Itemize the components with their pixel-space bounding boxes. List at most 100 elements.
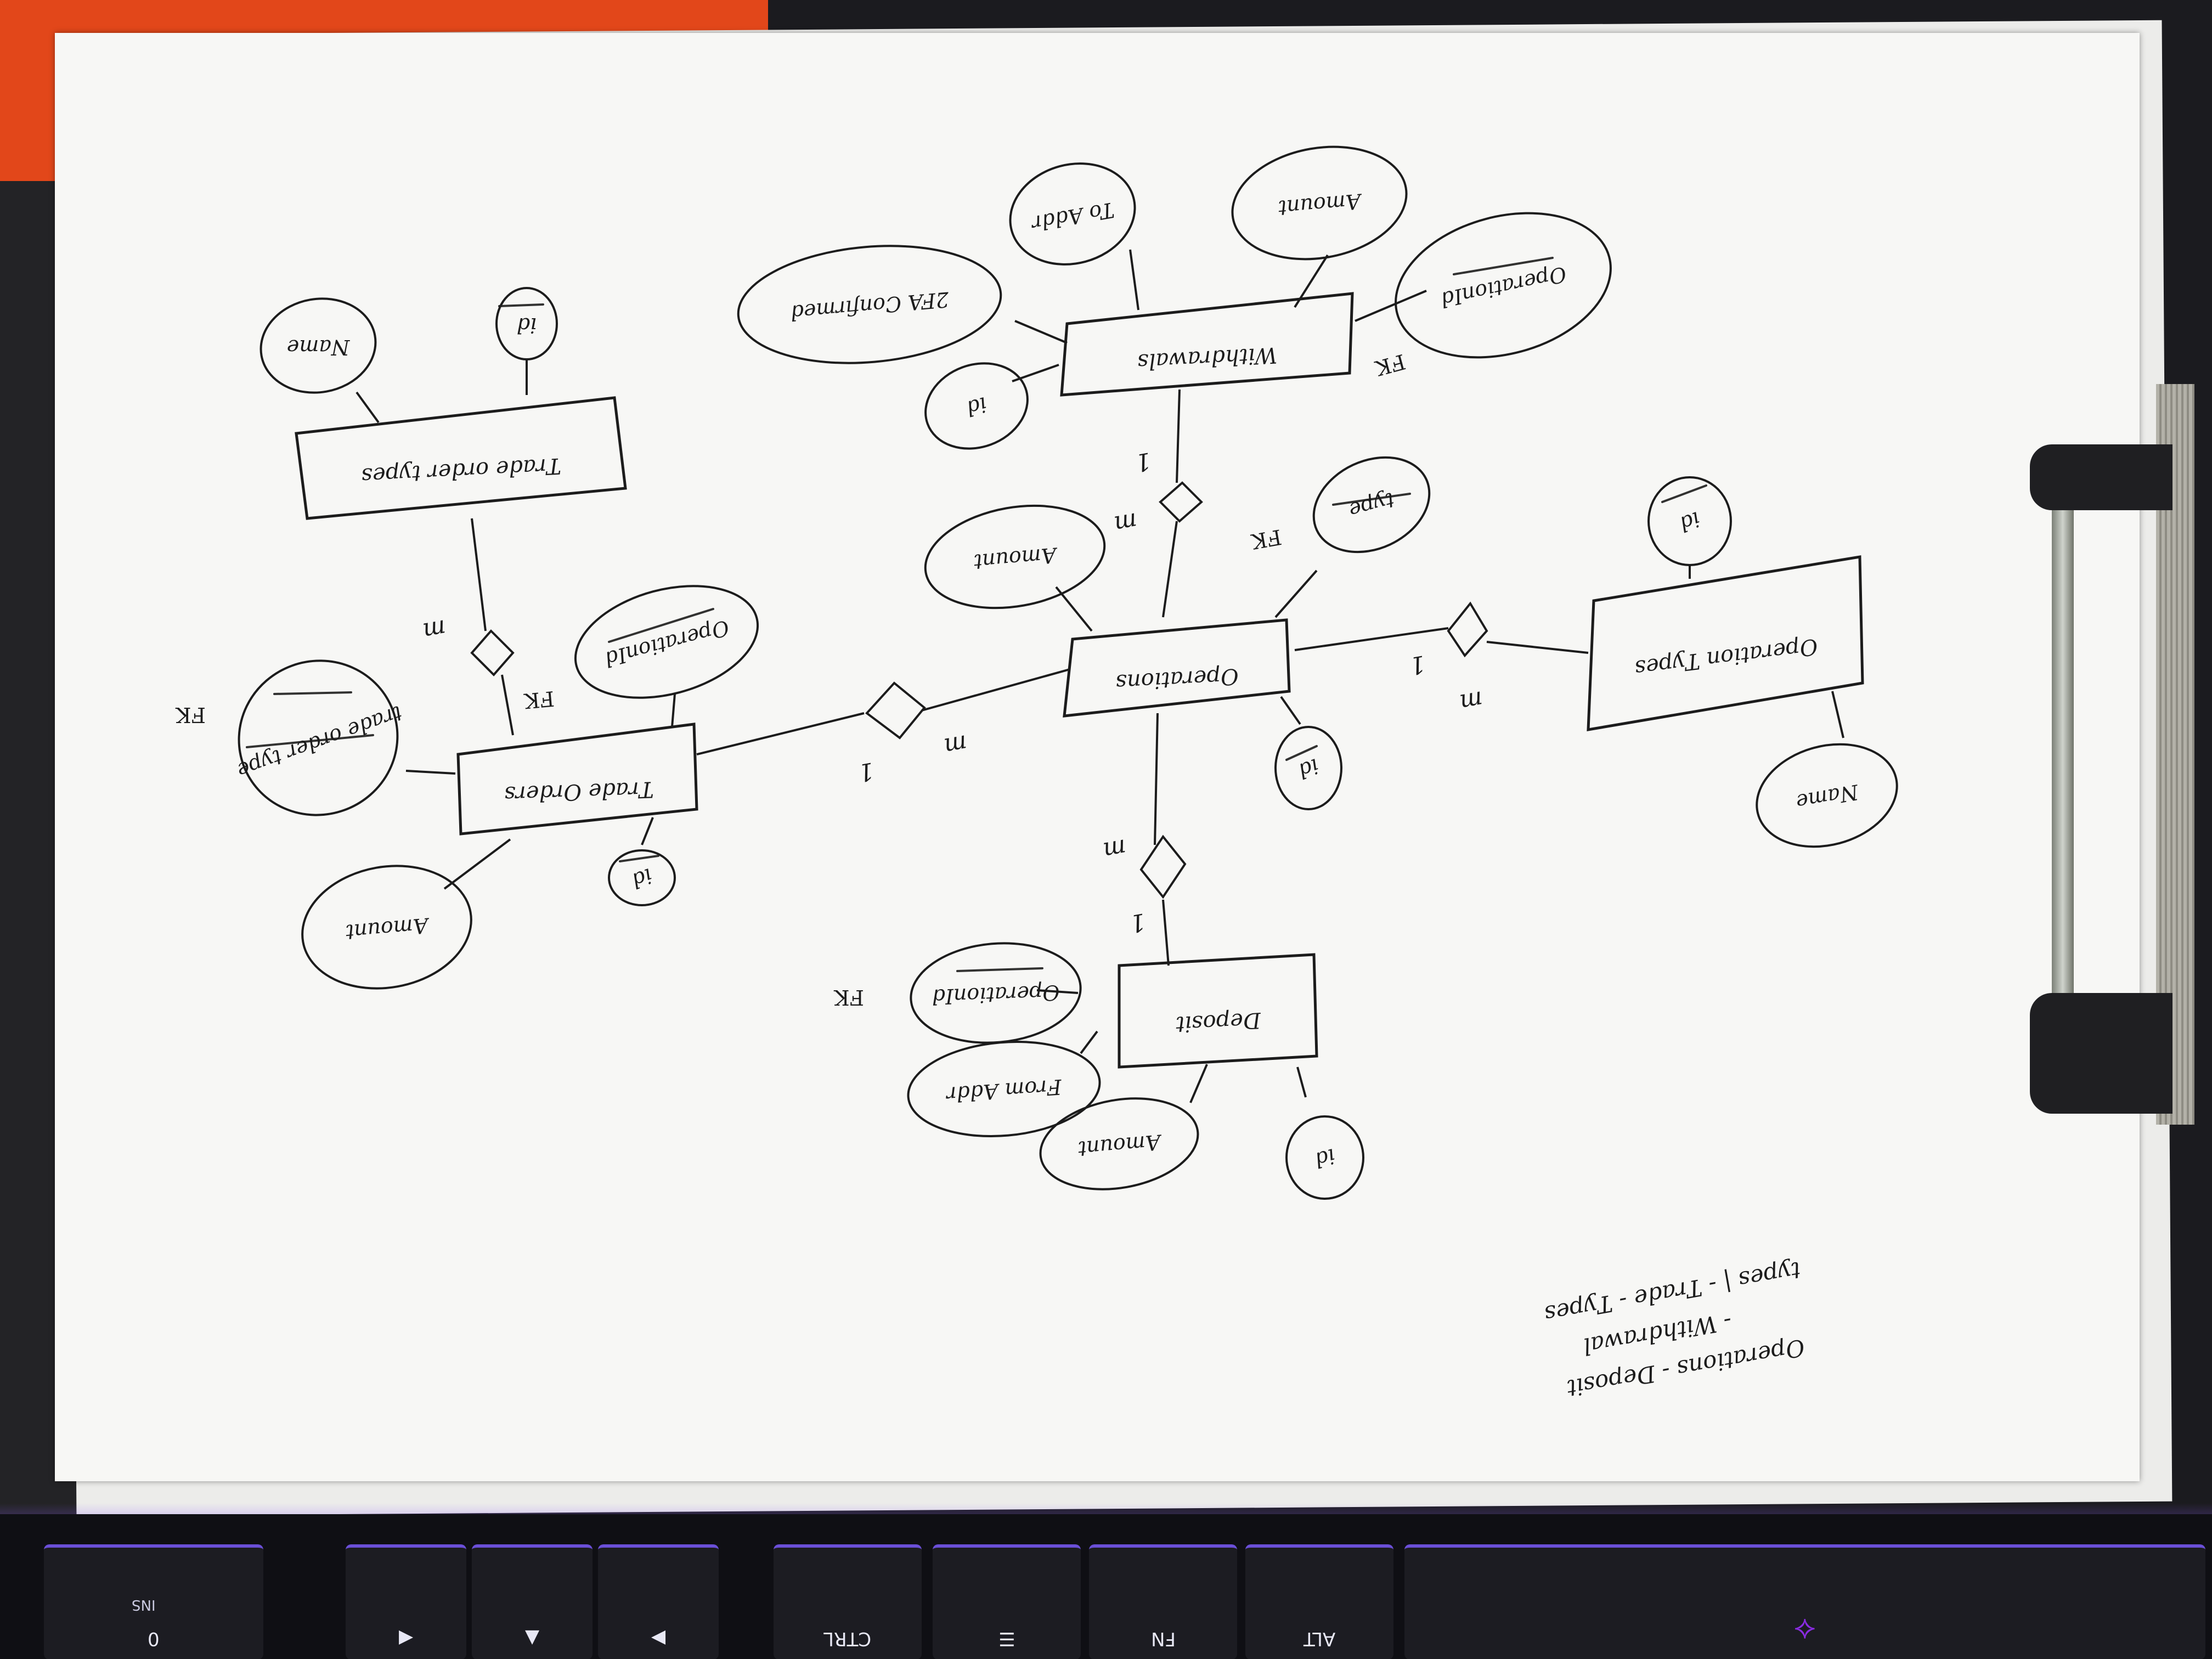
edge-op-id	[1280, 696, 1301, 725]
attr-ot-name-label: Name	[1794, 780, 1860, 814]
edge-diamond-op	[921, 668, 1070, 712]
entity-operation-types-label: Operation Types	[1633, 634, 1819, 681]
entity-deposit-label: Deposit	[1175, 1007, 1262, 1037]
attr-to-opid: OperationId	[574, 585, 759, 699]
attr-d-opid: OperationId	[910, 942, 1082, 1044]
hyperx-logo-icon: ⟡	[1794, 1611, 1816, 1650]
edge-d-id	[1296, 1066, 1307, 1098]
entity-withdrawals-label: Withdrawals	[1137, 342, 1278, 374]
key-ins-label: INS	[132, 1596, 156, 1613]
attr-d-amount: Amount	[1039, 1097, 1199, 1190]
card-d-many: m	[1101, 833, 1128, 865]
edge-to-opid	[671, 693, 676, 727]
fk-d-op: FK	[834, 985, 864, 1009]
edge-d-opid	[1036, 989, 1079, 994]
attr-to-id-label: id	[629, 864, 656, 893]
attr-ot-id-label: id	[1677, 507, 1703, 537]
fk-op-type: FK	[1249, 524, 1283, 554]
diamond-op-ot	[1447, 601, 1488, 658]
edge-to-amount	[443, 838, 511, 890]
edge-tot-name	[356, 391, 380, 424]
edge-diamond-ot	[1486, 641, 1589, 654]
card-tot-many: m	[421, 614, 448, 645]
attr-op-type: type	[1312, 456, 1431, 554]
edge-op-type	[1274, 569, 1318, 618]
margin-notes: Operations - Deposit - Withdrawal types …	[1542, 1256, 1807, 1402]
edge-diamond-op2	[1162, 521, 1178, 618]
attr-w-amount: Amount	[1231, 145, 1408, 261]
attr-d-opid-label: OperationId	[932, 980, 1060, 1009]
attr-to-amount: Amount	[301, 865, 472, 990]
entity-trade-order-types-label: Trade order types	[361, 453, 562, 488]
key-zero[interactable]: 0	[44, 1544, 263, 1659]
attr-d-amount-label: Amount	[1077, 1130, 1164, 1161]
edge-diamond-to	[501, 674, 514, 736]
attr-w-2fa: 2FA Confirmed	[737, 245, 1002, 364]
edge-op-diamond3	[1154, 713, 1159, 845]
edge-ot-name	[1831, 691, 1844, 738]
highlight-d-opid	[956, 967, 1043, 972]
key-right-arrow[interactable]: ▶	[598, 1544, 719, 1659]
attr-tot-id: id	[495, 287, 558, 360]
menu-icon: ☰	[998, 1628, 1015, 1650]
attr-w-opid-label: OperationId	[1438, 262, 1568, 312]
entity-trade-order-types: Trade order types	[295, 396, 627, 520]
key-left-arrow[interactable]: ◀	[346, 1544, 466, 1659]
edge-tot-diamond	[471, 518, 487, 631]
attr-to-type: trade order type	[234, 659, 405, 816]
edge-to-diamond	[696, 712, 865, 755]
key-space[interactable]: ⟡	[1404, 1544, 2205, 1659]
entity-operations-label: Operations	[1115, 663, 1239, 695]
card-w-many: m	[1112, 507, 1139, 538]
attr-ot-name: Name	[1756, 743, 1898, 848]
attr-tot-name: Name	[259, 297, 377, 394]
note-line-3: types | - Trade - Types	[1542, 1256, 1802, 1328]
edge-to-type	[405, 770, 456, 775]
edge-to-id	[641, 817, 654, 845]
entity-deposit: Deposit	[1118, 953, 1318, 1069]
highlight-to-id	[619, 855, 659, 862]
diamond-w-op	[1159, 481, 1203, 523]
diamond-tot-to	[470, 629, 515, 676]
card-w-one: 1	[1133, 447, 1153, 477]
edge-w-opid	[1355, 290, 1427, 322]
highlight-w-opid	[1453, 257, 1554, 275]
card-ot-many: m	[1458, 685, 1485, 716]
edge-d-amount	[1189, 1064, 1208, 1103]
clipboard-clip-top	[2030, 444, 2172, 510]
entity-operation-types: Operation Types	[1587, 555, 1864, 731]
key-fn[interactable]: FN	[1089, 1544, 1237, 1659]
edge-w-2fa	[1014, 320, 1068, 344]
highlight-to-type-2	[246, 734, 374, 748]
edge-op-diamond	[1294, 627, 1449, 651]
attr-w-id-label: id	[964, 392, 990, 421]
attr-to-type-label: trade order type	[234, 701, 405, 783]
fk-to-op: FK	[523, 686, 555, 713]
clipboard-clip-bottom	[2030, 993, 2172, 1114]
card-d-one: 1	[1128, 907, 1148, 938]
highlight-to-type-1	[273, 691, 352, 695]
edge-w-toaddr	[1129, 249, 1139, 311]
entity-trade-orders-label: Trade Orders	[504, 776, 654, 806]
attr-w-amount-label: Amount	[1277, 189, 1364, 220]
attr-ot-id: id	[1647, 476, 1732, 566]
key-up-arrow[interactable]: ▲	[472, 1544, 592, 1659]
diamond-op-d	[1139, 834, 1187, 899]
attr-to-amount-label: Amount	[345, 913, 431, 944]
attr-w-opid: OperationId	[1395, 212, 1612, 359]
attr-w-toaddr: To Addr	[1009, 162, 1136, 266]
key-alt[interactable]: ALT	[1245, 1544, 1393, 1659]
card-to-one: 1	[856, 757, 876, 787]
key-menu[interactable]: ☰	[933, 1544, 1081, 1659]
highlight-ot-id	[1661, 484, 1707, 503]
fk-to-type: FK	[176, 703, 206, 727]
highlight-to-opid	[608, 608, 714, 643]
highlight-op-id	[1285, 745, 1318, 761]
key-ctrl[interactable]: CTRL	[774, 1544, 922, 1659]
attr-d-id: id	[1285, 1115, 1364, 1200]
edge-d-fromaddr	[1080, 1030, 1098, 1054]
attr-op-id: id	[1274, 726, 1342, 810]
attr-d-fromaddr-label: From Addr	[944, 1075, 1063, 1107]
attr-d-id-label: id	[1312, 1144, 1338, 1172]
